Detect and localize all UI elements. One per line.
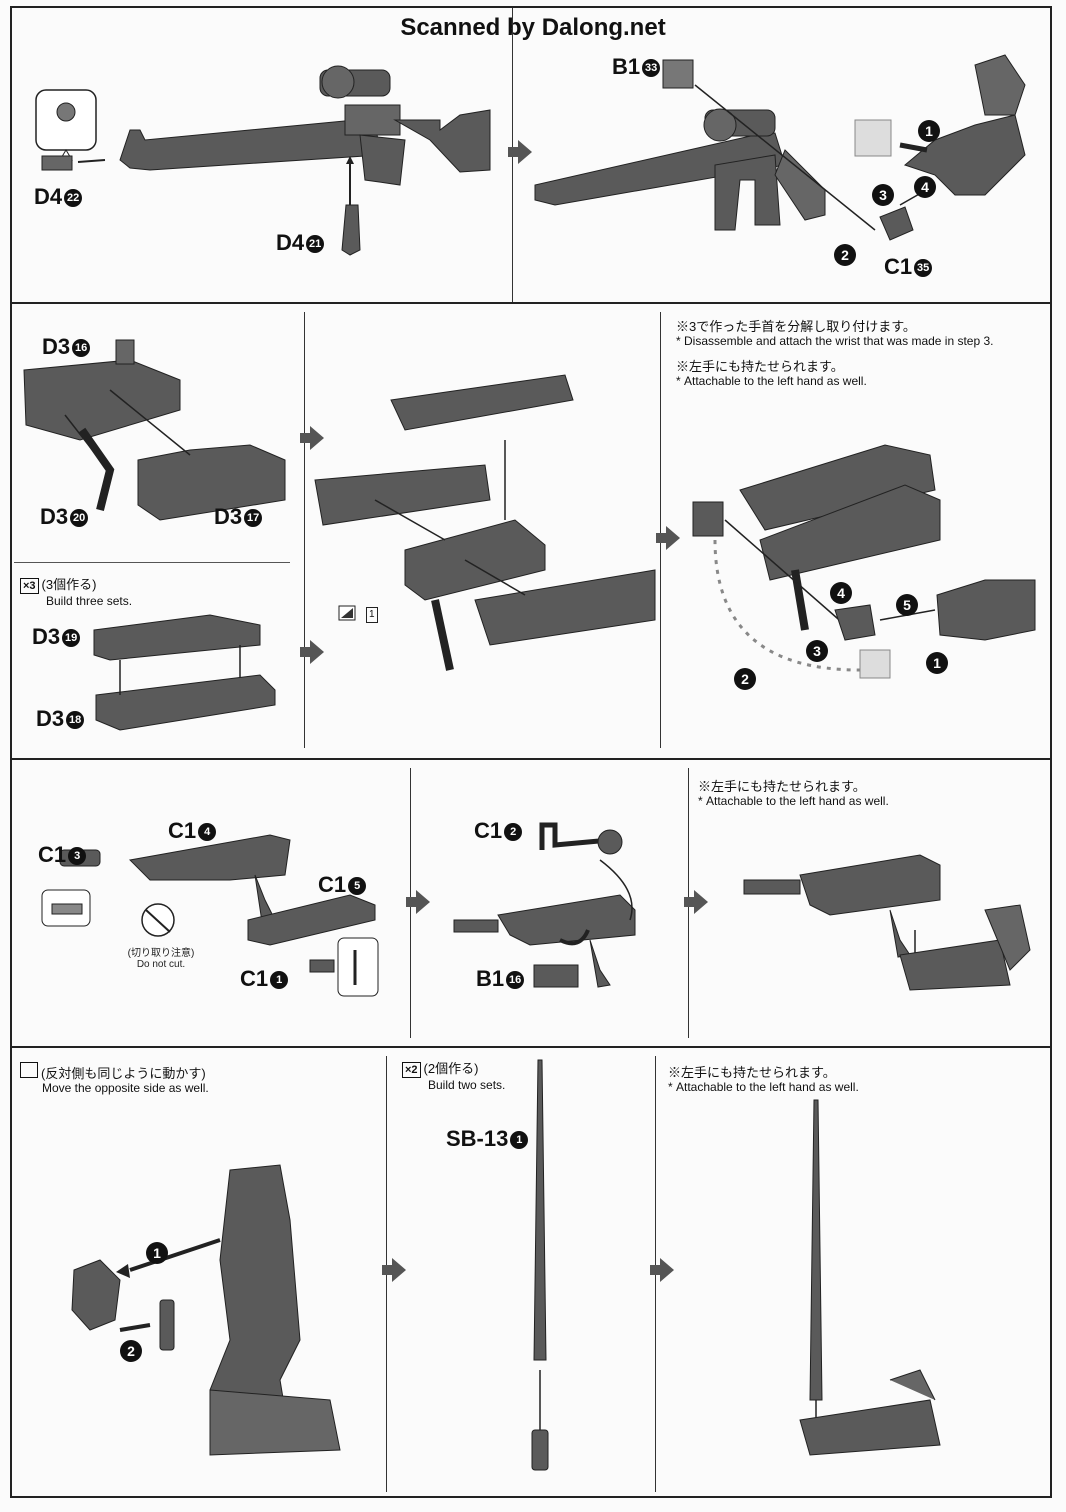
smg-parts-illustration <box>41 834 379 997</box>
flow-arrow <box>508 140 532 164</box>
left-hand-note-3: ※左手にも持たせられます。* Attachable to the left ha… <box>668 1065 859 1095</box>
rifle-illustration <box>35 65 491 256</box>
left-hand-note-2: ※左手にも持たせられます。* Attachable to the left ha… <box>698 779 889 809</box>
col-divider <box>304 312 305 748</box>
wrist-note: ※3で作った手首を分解し取り付けます。* Disassemble and att… <box>676 319 994 349</box>
build-two-note: ×2(2個作る)Build two sets. <box>402 1062 505 1092</box>
flow-arrow <box>684 890 708 914</box>
flow-arrow <box>300 426 324 450</box>
page-frame <box>10 6 1052 1498</box>
flow-arrow <box>300 640 324 664</box>
ref-number: 1 <box>366 607 378 623</box>
col-divider <box>660 312 661 748</box>
opposite-side-note: (反対側も同じように動かす)Move the opposite side as … <box>20 1062 209 1095</box>
step-number: 2 <box>120 1340 142 1362</box>
magazine-hand-illustration <box>692 444 1036 679</box>
do-not-cut-note: (切り取り注意)Do not cut. <box>127 948 195 970</box>
saber-hand-illustration <box>799 1099 941 1456</box>
step-number: 3 <box>806 640 828 662</box>
rifle-hand-illustration <box>534 54 1026 241</box>
magazine-assembly-illustration <box>23 339 286 521</box>
flow-arrow <box>406 890 430 914</box>
step-number: 2 <box>834 244 856 266</box>
flow-arrow <box>650 1258 674 1282</box>
magazine-rack-illustration <box>314 374 656 671</box>
step-number: 1 <box>146 1242 168 1264</box>
watermark: Scanned by Dalong.net <box>400 14 666 41</box>
smg-hand-illustration <box>743 854 1031 991</box>
magazine-halves-illustration <box>93 614 276 731</box>
flow-arrow <box>656 526 680 550</box>
row-divider <box>10 1046 1052 1048</box>
step-number: 2 <box>734 668 756 690</box>
row-divider <box>10 302 1052 304</box>
step-number: 4 <box>914 176 936 198</box>
step-number: 1 <box>918 120 940 142</box>
row-divider <box>10 758 1052 760</box>
step-number: 1 <box>926 652 948 674</box>
leg-illustration <box>71 1164 341 1456</box>
step-number: 3 <box>872 184 894 206</box>
step-number: 4 <box>830 582 852 604</box>
step-number: 5 <box>896 594 918 616</box>
beam-saber-illustration <box>531 1059 549 1471</box>
left-hand-note: ※左手にも持たせられます。* Attachable to the left ha… <box>676 359 867 389</box>
smg-assembly-illustration <box>453 822 636 988</box>
flow-arrow <box>382 1258 406 1282</box>
build-three-note: ×3(3個作る)Build three sets. <box>20 578 132 608</box>
sub-divider <box>14 562 290 563</box>
